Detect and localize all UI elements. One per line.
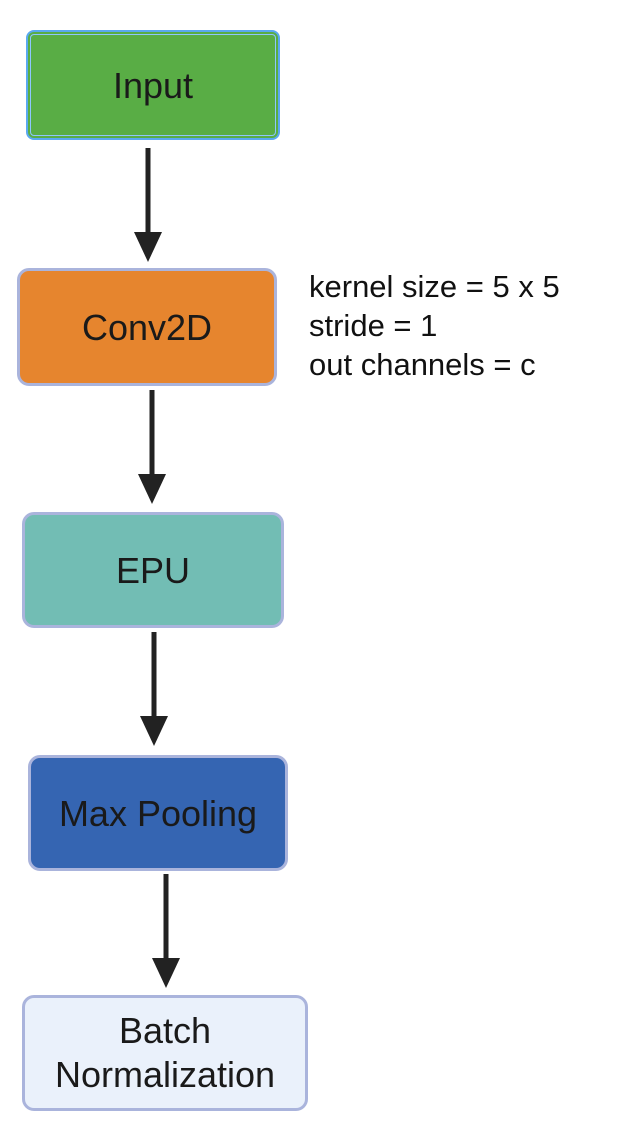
- epu-node-label: EPU: [115, 549, 191, 591]
- max-pooling-node-label: Max Pooling: [58, 792, 258, 834]
- max-pooling-node: Max Pooling: [28, 755, 288, 871]
- arrow-conv2d-to-epu: [138, 390, 166, 504]
- kernel-size-text: kernel size = 5 x 5: [309, 269, 560, 304]
- input-node: Input: [26, 30, 280, 140]
- arrow-max-pooling-to-batch-normalization: [152, 874, 180, 988]
- arrow-input-to-conv2d: [134, 148, 162, 262]
- batch-normalization-node: Batch Normalization: [22, 995, 308, 1111]
- arrow-epu-to-max-pooling: [140, 632, 168, 746]
- out-channels-text: out channels = c: [309, 346, 536, 382]
- conv2d-annotation: kernel size = 5 x 5 stride = 1 out chann…: [309, 268, 560, 384]
- input-node-label: Input: [112, 64, 194, 106]
- stride-text: stride = 1: [309, 307, 438, 343]
- batch-normalization-label-line2: Normalization: [54, 1054, 276, 1095]
- conv2d-node: Conv2D: [17, 268, 277, 386]
- batch-normalization-label-line1: Batch: [118, 1010, 212, 1052]
- conv2d-node-label: Conv2D: [81, 306, 213, 348]
- epu-node: EPU: [22, 512, 284, 628]
